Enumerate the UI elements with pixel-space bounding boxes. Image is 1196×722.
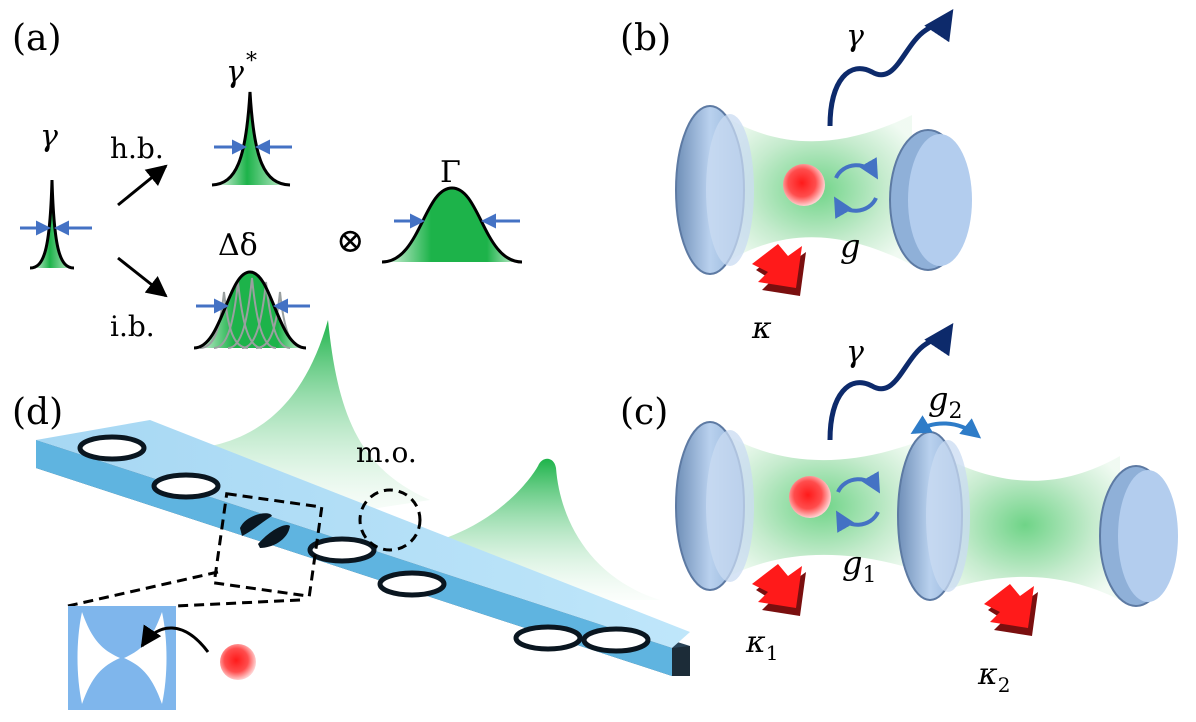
gamma-star-superscript: * <box>246 49 257 74</box>
panel-a: (a) γ h.b. i.b. γ * Δδ ⊗ <box>12 18 523 350</box>
arrow-inhomogeneous <box>117 256 168 298</box>
zoom-line-left <box>67 570 219 608</box>
d-emitter-atom <box>220 644 256 680</box>
photonic-crystal-holes <box>77 434 651 654</box>
c-emitter-atom <box>789 476 831 518</box>
emitter-atom <box>783 164 825 206</box>
second-cavity-beam <box>930 450 1120 600</box>
kappa1-label: κ1 <box>745 625 778 665</box>
panel-b: (b) g γ κ <box>620 9 972 346</box>
panel-d: (d) <box>12 320 690 710</box>
mo-label: m.o. <box>356 436 417 469</box>
right-mirror <box>889 129 972 271</box>
c-middle-mirror <box>897 431 970 601</box>
coupling-arrows <box>834 157 878 219</box>
delta-delta-label: Δδ <box>218 228 258 263</box>
emission-wave <box>827 9 954 127</box>
bowtie-cavity <box>240 513 290 548</box>
panel-a-label: (a) <box>12 18 62 59</box>
zoom-line-right <box>175 598 301 608</box>
panel-c: (c) g1 g2 γ <box>620 323 1178 697</box>
convolution-symbol: ⊗ <box>336 221 365 261</box>
c-coupling-arrows <box>836 471 880 533</box>
arrow-homogeneous <box>117 164 168 207</box>
gamma-emission-label: γ <box>846 19 864 54</box>
panel-d-label: (d) <box>12 392 63 433</box>
coupling-g-label: g <box>840 227 860 265</box>
total-lineshape <box>382 188 522 262</box>
cavity-loss-arrow <box>752 244 806 296</box>
c-gamma-label: γ <box>846 335 864 370</box>
g1-label: g1 <box>842 544 876 588</box>
gamma-star-label: γ <box>226 55 244 90</box>
broadened-lorentzian <box>212 92 290 185</box>
hb-label: h.b. <box>110 132 164 165</box>
inhomogeneous-gaussian <box>194 272 306 348</box>
mode-overlap-circle <box>358 488 422 552</box>
cavity-zoom-box <box>212 492 324 598</box>
emitter-placement-arrow <box>140 624 210 653</box>
kappa2-loss-arrow <box>984 584 1038 636</box>
cavity-inset <box>68 606 176 710</box>
c-left-mirror <box>675 421 754 591</box>
c-right-mirror <box>1099 465 1178 607</box>
kappa1-loss-arrow <box>752 564 806 616</box>
g2-label: g2 <box>928 380 962 424</box>
kappa2-label: κ2 <box>977 657 1010 697</box>
left-mirror <box>675 105 754 275</box>
panel-c-label: (c) <box>620 392 668 433</box>
sub-lorentzians <box>199 277 305 349</box>
c-emission-wave <box>827 323 954 441</box>
total-gamma-label: Γ <box>440 155 461 190</box>
g2-double-arrow <box>910 415 982 439</box>
narrow-lorentzian <box>30 180 74 268</box>
ib-label: i.b. <box>110 310 155 343</box>
kappa-label: κ <box>751 311 772 346</box>
panel-b-label: (b) <box>620 18 671 59</box>
gamma-label: γ <box>40 119 58 154</box>
